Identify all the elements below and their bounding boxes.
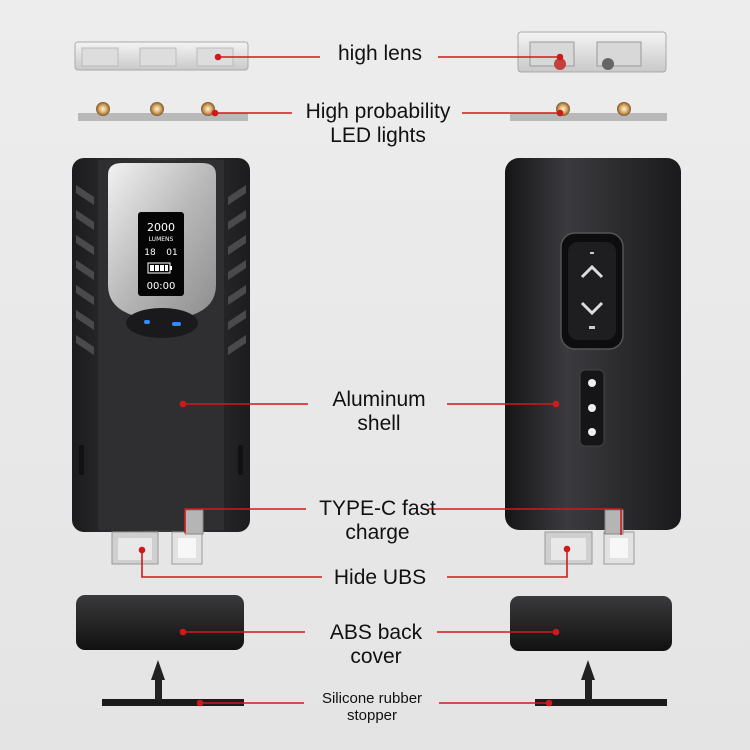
label-silicone-line1: Silicone rubber: [321, 690, 423, 707]
light-body-front: [72, 158, 250, 532]
label-typec-line1: TYPE-C fast: [319, 497, 436, 520]
label-high-lens: high lens: [325, 42, 435, 66]
lumens-unit: LUMENS: [149, 236, 174, 243]
lumens-value: 2000: [147, 221, 175, 234]
label-silicone-line2: stopper: [346, 707, 398, 725]
abs-cover-left: [76, 595, 244, 650]
label-hide-usb: Hide UBS: [320, 566, 440, 590]
label-type-c: TYPE-C fast charge: [305, 497, 450, 545]
lens-right: [517, 31, 667, 73]
label-abs-line1: ABS back: [329, 621, 423, 644]
label-high-lens-text: high lens: [337, 42, 423, 65]
stopper-right: [535, 660, 667, 706]
label-aluminum-shell: Aluminum shell: [313, 388, 445, 436]
label-shell-line2: shell: [357, 412, 401, 436]
label-led-line2: LED lights: [330, 124, 426, 148]
battery-icon: [147, 262, 172, 274]
led-board-right: [510, 102, 667, 121]
indicator-right: [172, 322, 181, 326]
lcd-display: [138, 212, 184, 296]
stopper-left: [102, 660, 244, 706]
usb-plugs-left: [111, 509, 204, 565]
chevron-down-icon: [580, 301, 604, 316]
label-abs-line2: cover: [350, 645, 402, 669]
lens-left: [74, 41, 249, 71]
timer: 00:00: [147, 281, 176, 292]
led-board-left: [78, 102, 248, 121]
label-led-line1: High probability: [305, 100, 451, 123]
light-body-back: [505, 158, 681, 530]
chevron-up-icon: [580, 264, 604, 279]
label-silicone-stopper: Silicone rubber stopper: [306, 690, 438, 725]
label-shell-line1: Aluminum: [332, 388, 426, 411]
mode-right: 01: [166, 248, 177, 258]
label-hide-usb-text: Hide UBS: [333, 566, 427, 589]
indicator-left: [144, 320, 150, 324]
label-typec-line2: charge: [345, 521, 410, 545]
leader-lines: [138, 53, 622, 707]
label-abs-cover: ABS back cover: [313, 621, 439, 669]
abs-cover-right: [510, 596, 672, 651]
label-led-lights: High probability LED lights: [290, 100, 466, 148]
mode-left: 18: [144, 248, 156, 258]
